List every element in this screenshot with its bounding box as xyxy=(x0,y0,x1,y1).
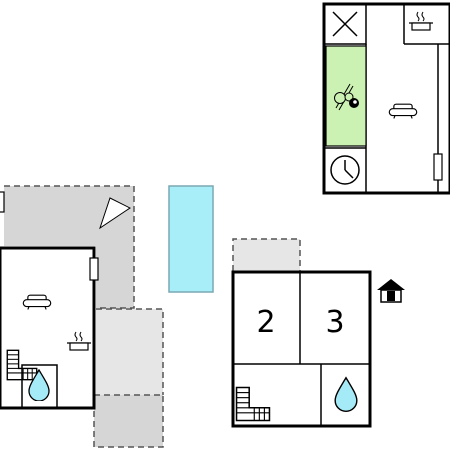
bottom-right-house: 2 3 xyxy=(231,270,372,428)
cooking-pot-icon xyxy=(66,331,92,351)
terrace-area-light xyxy=(96,308,164,395)
pool-area xyxy=(168,185,214,293)
top-right-house xyxy=(322,2,450,195)
stairs-icon xyxy=(235,386,271,422)
window-icon xyxy=(89,257,99,281)
left-house xyxy=(0,191,99,410)
house-icon xyxy=(377,279,405,303)
billiards-icon xyxy=(334,83,359,111)
window-icon xyxy=(433,153,443,181)
water-drop-icon xyxy=(334,376,358,413)
entrance-terrace xyxy=(232,238,301,271)
sofa-icon xyxy=(388,103,418,119)
room-label: 3 xyxy=(325,305,344,340)
terrace-area xyxy=(4,185,135,309)
room-label: 2 xyxy=(256,305,275,340)
window-icon xyxy=(0,191,5,213)
sofa-icon xyxy=(22,294,52,310)
cooking-pot-icon xyxy=(408,11,434,31)
terrace-area-bottom xyxy=(93,394,164,448)
clock-icon xyxy=(330,155,360,185)
